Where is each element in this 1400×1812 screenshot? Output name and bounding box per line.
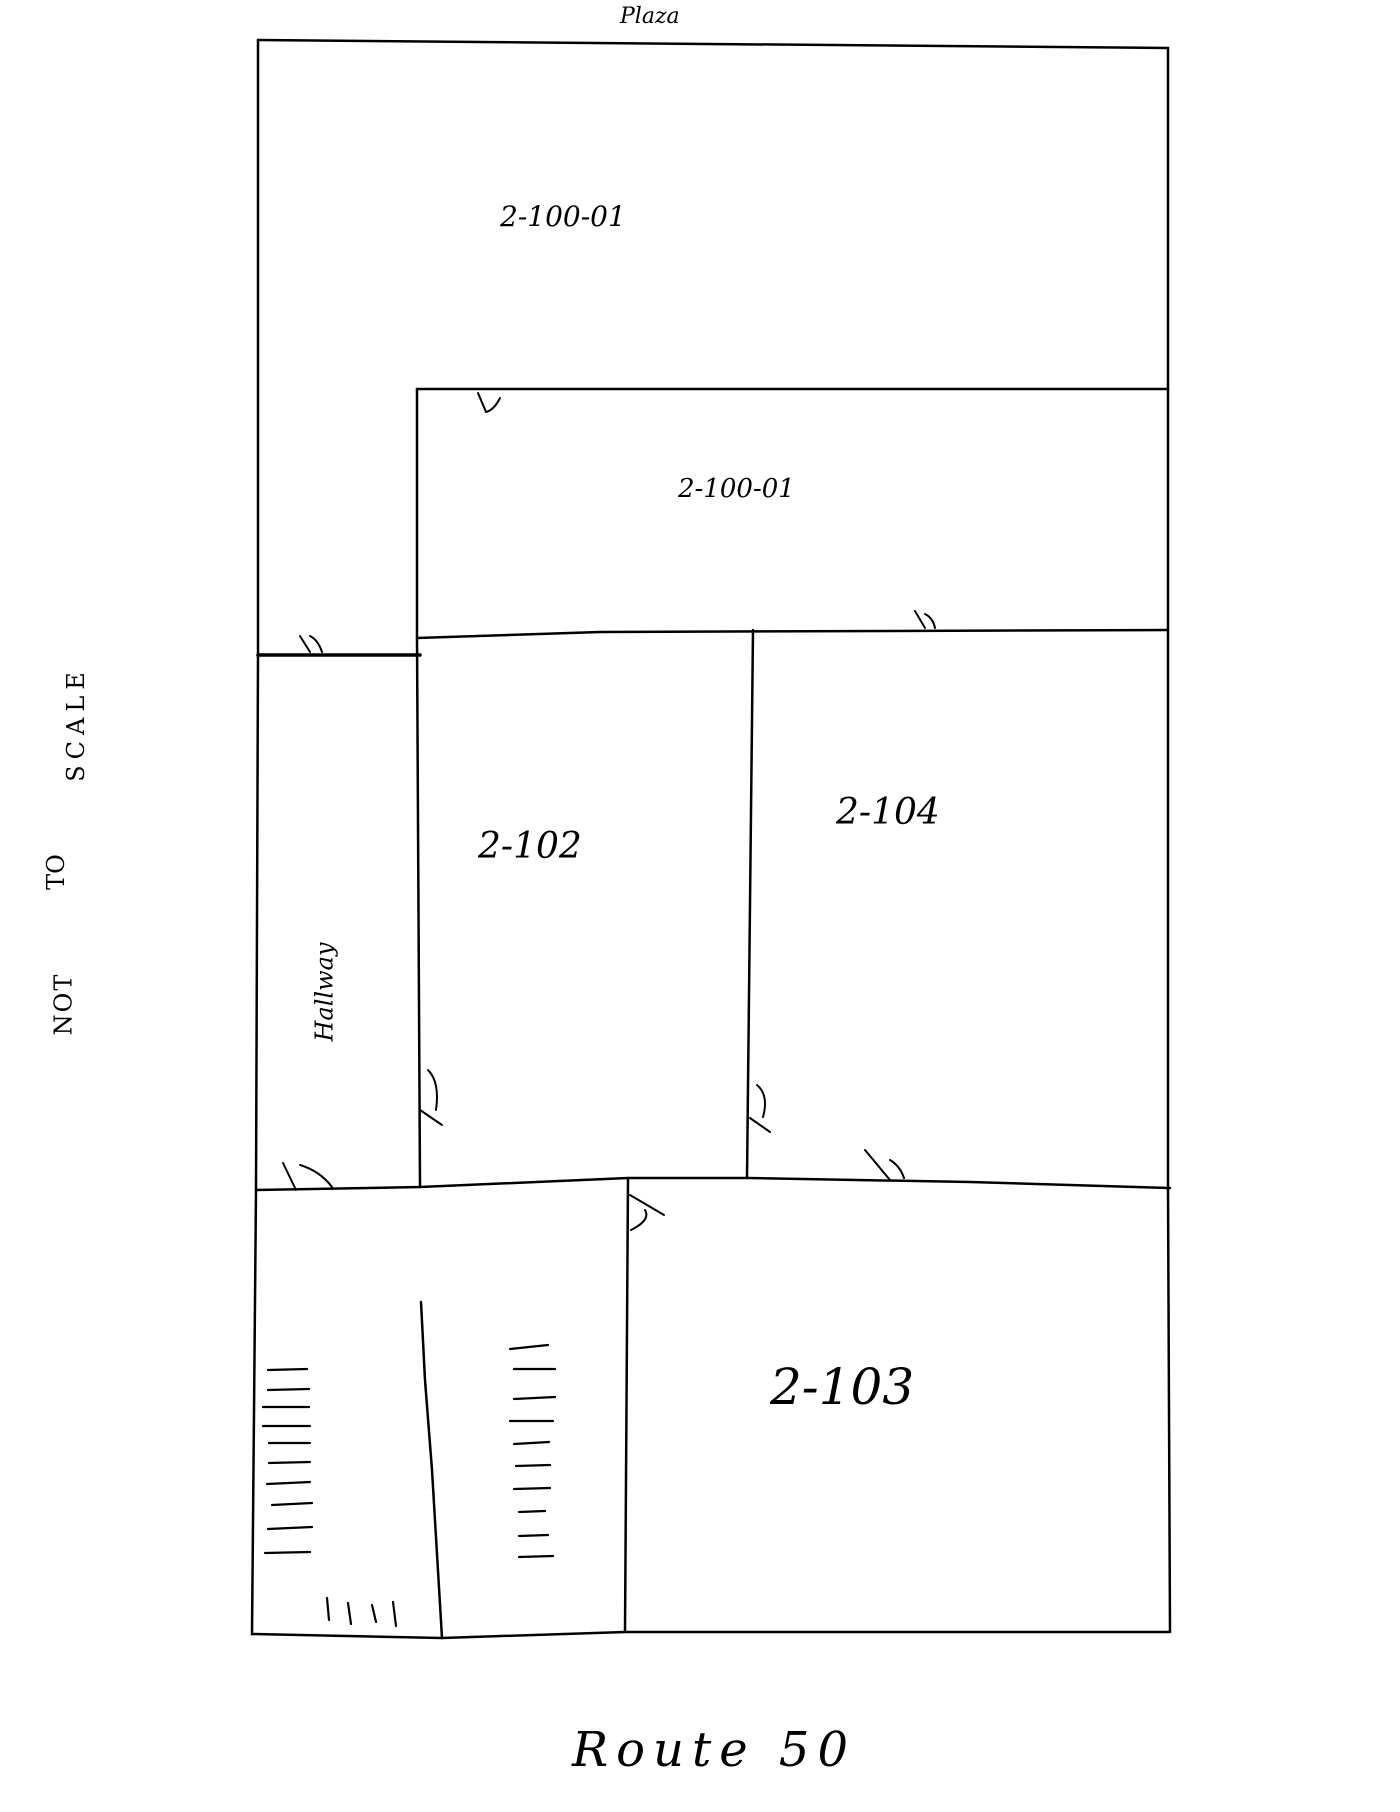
door-icon	[749, 1084, 771, 1133]
outer-walls	[250, 38, 1172, 1640]
plaza-label: Plaza	[620, 4, 680, 29]
not-to-scale-word-not: NOT	[49, 972, 78, 1036]
stair-treads-bottom	[325, 1596, 398, 1628]
room-label-2-103: 2-103	[770, 1358, 915, 1416]
not-to-scale-word-scale: SCALE	[61, 666, 90, 782]
inner-walls	[254, 387, 1172, 1640]
door-icon	[477, 392, 501, 413]
room-label-2-104: 2-104	[836, 792, 940, 833]
stair-treads-left	[261, 1367, 314, 1555]
not-to-scale-word-to: TO	[41, 854, 70, 890]
room-label-2-100-01-upper: 2-100-01	[500, 200, 626, 233]
door-icon	[914, 610, 936, 629]
route-50-label: Route 50	[572, 1722, 856, 1778]
door-icon	[299, 635, 323, 653]
door-icon	[419, 1069, 443, 1126]
door-icon	[282, 1162, 333, 1191]
room-label-hallway: Hallway	[310, 942, 339, 1042]
door-icon	[864, 1149, 905, 1181]
room-label-2-100-01-inner: 2-100-01	[678, 474, 795, 504]
door-swings	[282, 392, 936, 1231]
room-label-2-102: 2-102	[478, 826, 582, 867]
stair-treads-right	[508, 1343, 557, 1559]
door-icon	[629, 1194, 665, 1231]
